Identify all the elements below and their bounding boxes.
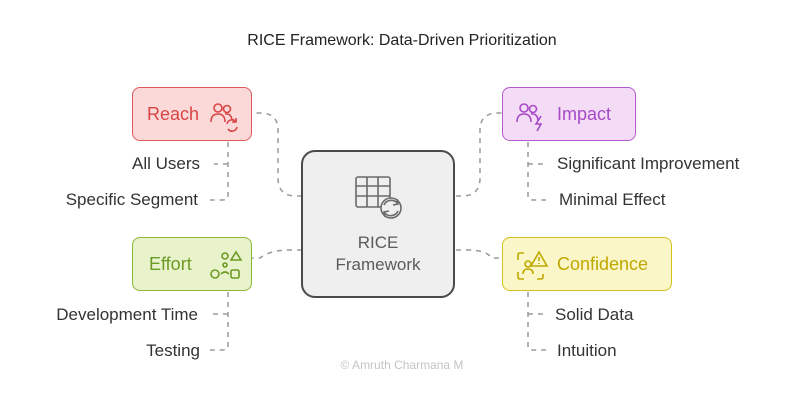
users-spark-icon	[515, 100, 547, 137]
reach-item-1: All Users	[131, 154, 200, 173]
connector-confidence	[456, 249, 502, 259]
effort-item-2: Testing	[146, 341, 200, 360]
diagram-title: RICE Framework: Data-Driven Prioritizati…	[247, 32, 557, 49]
confidence-label: Confidence	[557, 253, 649, 274]
center-label-line1: RICE	[357, 233, 399, 252]
connector-impact	[456, 112, 502, 197]
connector-impact-sub	[527, 142, 546, 201]
impact-label: Impact	[557, 103, 612, 124]
table-refresh-icon	[353, 174, 405, 227]
shapes-flow-icon	[209, 250, 243, 287]
connector-reach	[252, 112, 302, 197]
center-node: RICE Framework	[301, 150, 455, 298]
credit-watermark: © Amruth Charmana M	[340, 358, 464, 372]
impact-item-2: Minimal Effect	[559, 190, 666, 209]
effort-node: Effort	[132, 237, 252, 291]
confidence-item-2: Intuition	[557, 341, 617, 360]
reach-node: Reach	[132, 87, 252, 141]
effort-label: Effort	[149, 253, 192, 274]
connector-reach-sub	[210, 142, 229, 201]
connector-effort	[252, 249, 302, 259]
confidence-item-1: Solid Data	[555, 305, 634, 324]
alert-scan-icon	[515, 250, 549, 287]
reach-label: Reach	[147, 103, 200, 124]
reach-item-2: Specific Segment	[65, 190, 198, 209]
impact-node: Impact	[502, 87, 636, 141]
center-label-line2: Framework	[335, 255, 421, 274]
effort-item-1: Development Time	[56, 305, 198, 324]
users-refresh-icon	[209, 100, 241, 137]
connector-effort-sub	[210, 292, 229, 351]
impact-item-1: Significant Improvement	[557, 154, 740, 173]
connector-confidence-sub	[527, 292, 546, 351]
confidence-node: Confidence	[502, 237, 672, 291]
